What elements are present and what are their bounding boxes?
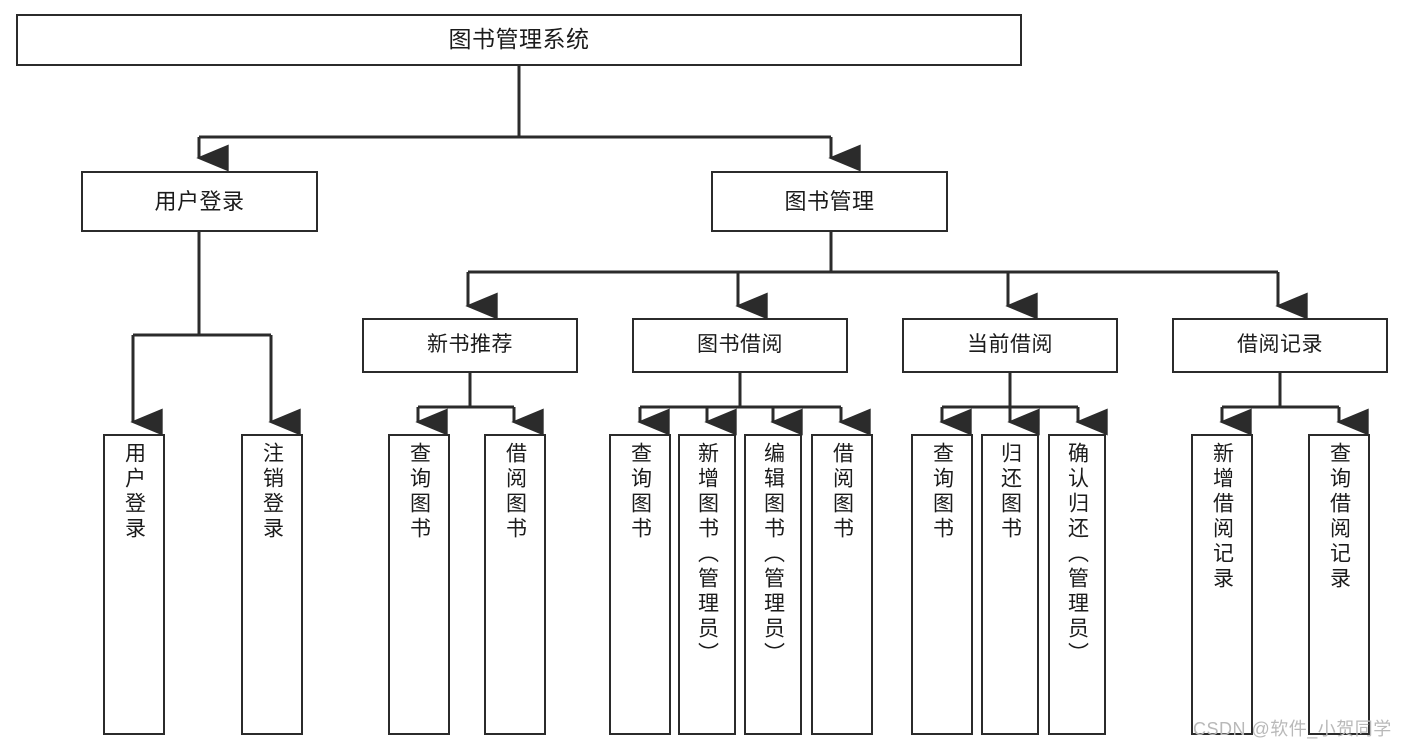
leaf-confirm-return-admin[interactable]: 确认归还（管理员） — [1048, 434, 1106, 735]
node-label: 归还图书 — [998, 442, 1022, 542]
node-label: 图书管理 — [784, 188, 875, 214]
leaf-add-book-admin[interactable]: 新增图书（管理员） — [678, 434, 736, 735]
leaf-edit-book-admin[interactable]: 编辑图书（管理员） — [744, 434, 802, 735]
node-book-management[interactable]: 图书管理 — [711, 171, 948, 232]
node-label: 图书管理系统 — [448, 26, 590, 53]
node-label: 借阅图书 — [503, 442, 527, 542]
leaf-return-books[interactable]: 归还图书 — [981, 434, 1039, 735]
node-label: 图书借阅 — [697, 333, 783, 357]
node-label: 注销登录 — [260, 442, 284, 542]
leaf-logout[interactable]: 注销登录 — [241, 434, 303, 735]
node-root-book-management-system[interactable]: 图书管理系统 — [16, 14, 1022, 66]
csdn-watermark: CSDN @软件_小贺同学 — [1193, 719, 1392, 739]
leaf-query-books-borrow[interactable]: 查询图书 — [609, 434, 671, 735]
node-label: 新增借阅记录 — [1210, 442, 1234, 592]
node-label: 借阅图书 — [830, 442, 854, 542]
node-label: 确认归还（管理员） — [1065, 442, 1089, 667]
node-borrow-record[interactable]: 借阅记录 — [1172, 318, 1388, 373]
node-label: 查询图书 — [930, 442, 954, 542]
leaf-add-borrow-record[interactable]: 新增借阅记录 — [1191, 434, 1253, 735]
node-book-borrow[interactable]: 图书借阅 — [632, 318, 848, 373]
leaf-query-books-current[interactable]: 查询图书 — [911, 434, 973, 735]
node-label: 用户登录 — [122, 442, 146, 542]
leaf-user-login[interactable]: 用户登录 — [103, 434, 165, 735]
node-new-book-recommend[interactable]: 新书推荐 — [362, 318, 578, 373]
node-label: 用户登录 — [154, 188, 245, 214]
node-label: 查询借阅记录 — [1327, 442, 1351, 592]
node-label: 新增图书（管理员） — [695, 442, 719, 667]
node-current-borrow[interactable]: 当前借阅 — [902, 318, 1118, 373]
leaf-query-borrow-record[interactable]: 查询借阅记录 — [1308, 434, 1370, 735]
leaf-borrow-books[interactable]: 借阅图书 — [811, 434, 873, 735]
leaf-borrow-books-recommend[interactable]: 借阅图书 — [484, 434, 546, 735]
node-label: 当前借阅 — [967, 333, 1053, 357]
node-label: 查询图书 — [407, 442, 431, 542]
node-label: 借阅记录 — [1237, 333, 1323, 357]
node-label: 查询图书 — [628, 442, 652, 542]
node-label: 新书推荐 — [427, 333, 513, 357]
leaf-query-books-recommend[interactable]: 查询图书 — [388, 434, 450, 735]
node-user-login[interactable]: 用户登录 — [81, 171, 318, 232]
node-label: 编辑图书（管理员） — [761, 442, 785, 667]
